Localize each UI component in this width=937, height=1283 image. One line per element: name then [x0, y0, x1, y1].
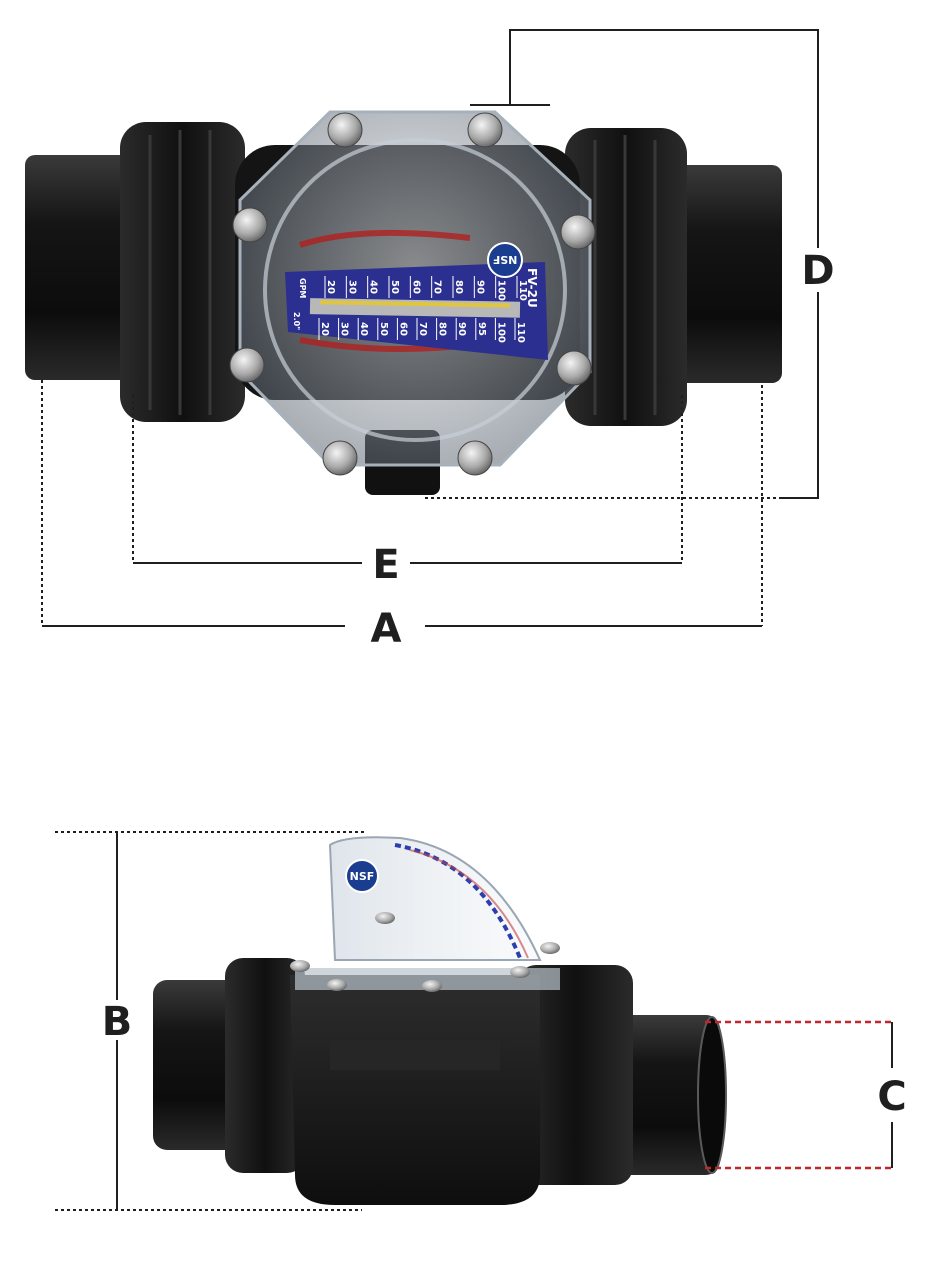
gauge-scale-number: 70: [417, 322, 428, 336]
screw: [540, 942, 560, 954]
gauge-scale-number: 80: [453, 280, 464, 294]
gauge-scale-number: 50: [389, 280, 400, 294]
left-union-nut: [120, 122, 245, 422]
dimension-c: [705, 1020, 893, 1170]
right-pipe-end: [660, 165, 782, 383]
gauge-scale-number: 110: [515, 322, 526, 343]
gauge-scale-number: 100: [495, 322, 506, 343]
gauge-scale-number: 80: [437, 322, 448, 336]
screw: [560, 214, 596, 250]
dimension-e: [132, 395, 683, 564]
dimension-a: [41, 380, 763, 627]
screw: [327, 112, 363, 148]
dimension-e-label: E: [372, 542, 399, 588]
svg-text:NSF: NSF: [493, 253, 518, 266]
gauge-size-label: 2.0": [292, 312, 301, 330]
gauge-scale-bottom: 20 30 40 50 60 70 80 90 95 100 110: [318, 318, 526, 343]
screw: [457, 440, 493, 476]
screw: [229, 347, 265, 383]
lid-screws: [229, 112, 596, 476]
left-pipe-end: [25, 155, 150, 380]
gauge-scale-number: 70: [432, 280, 443, 294]
gauge-model-label: FV-2U: [525, 268, 539, 308]
gauge-scale-number: 30: [346, 280, 357, 294]
gauge-scale-number: 40: [358, 322, 369, 336]
right-union-nut-side: [518, 965, 633, 1185]
gauge-scale-number: 20: [319, 322, 330, 336]
top-view-valve: FV-2U GPM 2.0" 20 30 40 50 60 70 80 90 100 110 20…: [25, 110, 782, 495]
screw: [375, 912, 395, 924]
screw: [322, 440, 358, 476]
dimension-c-label: C: [877, 1074, 906, 1120]
gauge-scale-number: 50: [378, 322, 389, 336]
dimension-b-label: B: [102, 999, 133, 1045]
screw: [422, 980, 442, 992]
dimension-a-label: A: [371, 606, 402, 652]
side-screws: [290, 912, 560, 992]
gauge-scale-number: 60: [397, 322, 408, 336]
screw: [510, 966, 530, 978]
gauge-scale-number: 90: [456, 322, 467, 336]
gauge-scale-number: 20: [325, 280, 336, 294]
gauge-scale-number: 40: [368, 280, 379, 294]
left-union-nut-side: [225, 958, 305, 1173]
dimension-b: [55, 831, 365, 1211]
gauge-scale-number: 95: [476, 322, 487, 336]
screw: [556, 350, 592, 386]
valve-body-side: [290, 975, 540, 1205]
svg-text:NSF: NSF: [350, 870, 375, 883]
gauge-scale-top: 20 30 40 50 60 70 80 90 100 110: [324, 276, 528, 301]
clear-gauge-fin: [328, 836, 542, 961]
nsf-badge-top: NSF: [487, 242, 523, 278]
gauge-scale-number: 30: [339, 322, 350, 336]
screw: [327, 979, 347, 991]
dimension-d-label: D: [801, 248, 834, 294]
side-view-valve: NSF: [153, 836, 727, 1205]
screw: [232, 207, 268, 243]
clear-top-cap: [295, 968, 560, 990]
gauge-scale-number: 90: [474, 280, 485, 294]
gauge-scale-number: 100: [496, 280, 507, 301]
dimension-d: [425, 29, 819, 499]
screw: [290, 960, 310, 972]
gauge-scale-number: 110: [517, 280, 528, 301]
screw: [467, 112, 503, 148]
flow-gauge: FV-2U GPM 2.0" 20 30 40 50 60 70 80 90 100 110 20…: [285, 262, 548, 360]
gauge-scale-number: 60: [410, 280, 421, 294]
gauge-unit-label: GPM: [298, 278, 307, 298]
nsf-badge-side: NSF: [345, 859, 379, 893]
